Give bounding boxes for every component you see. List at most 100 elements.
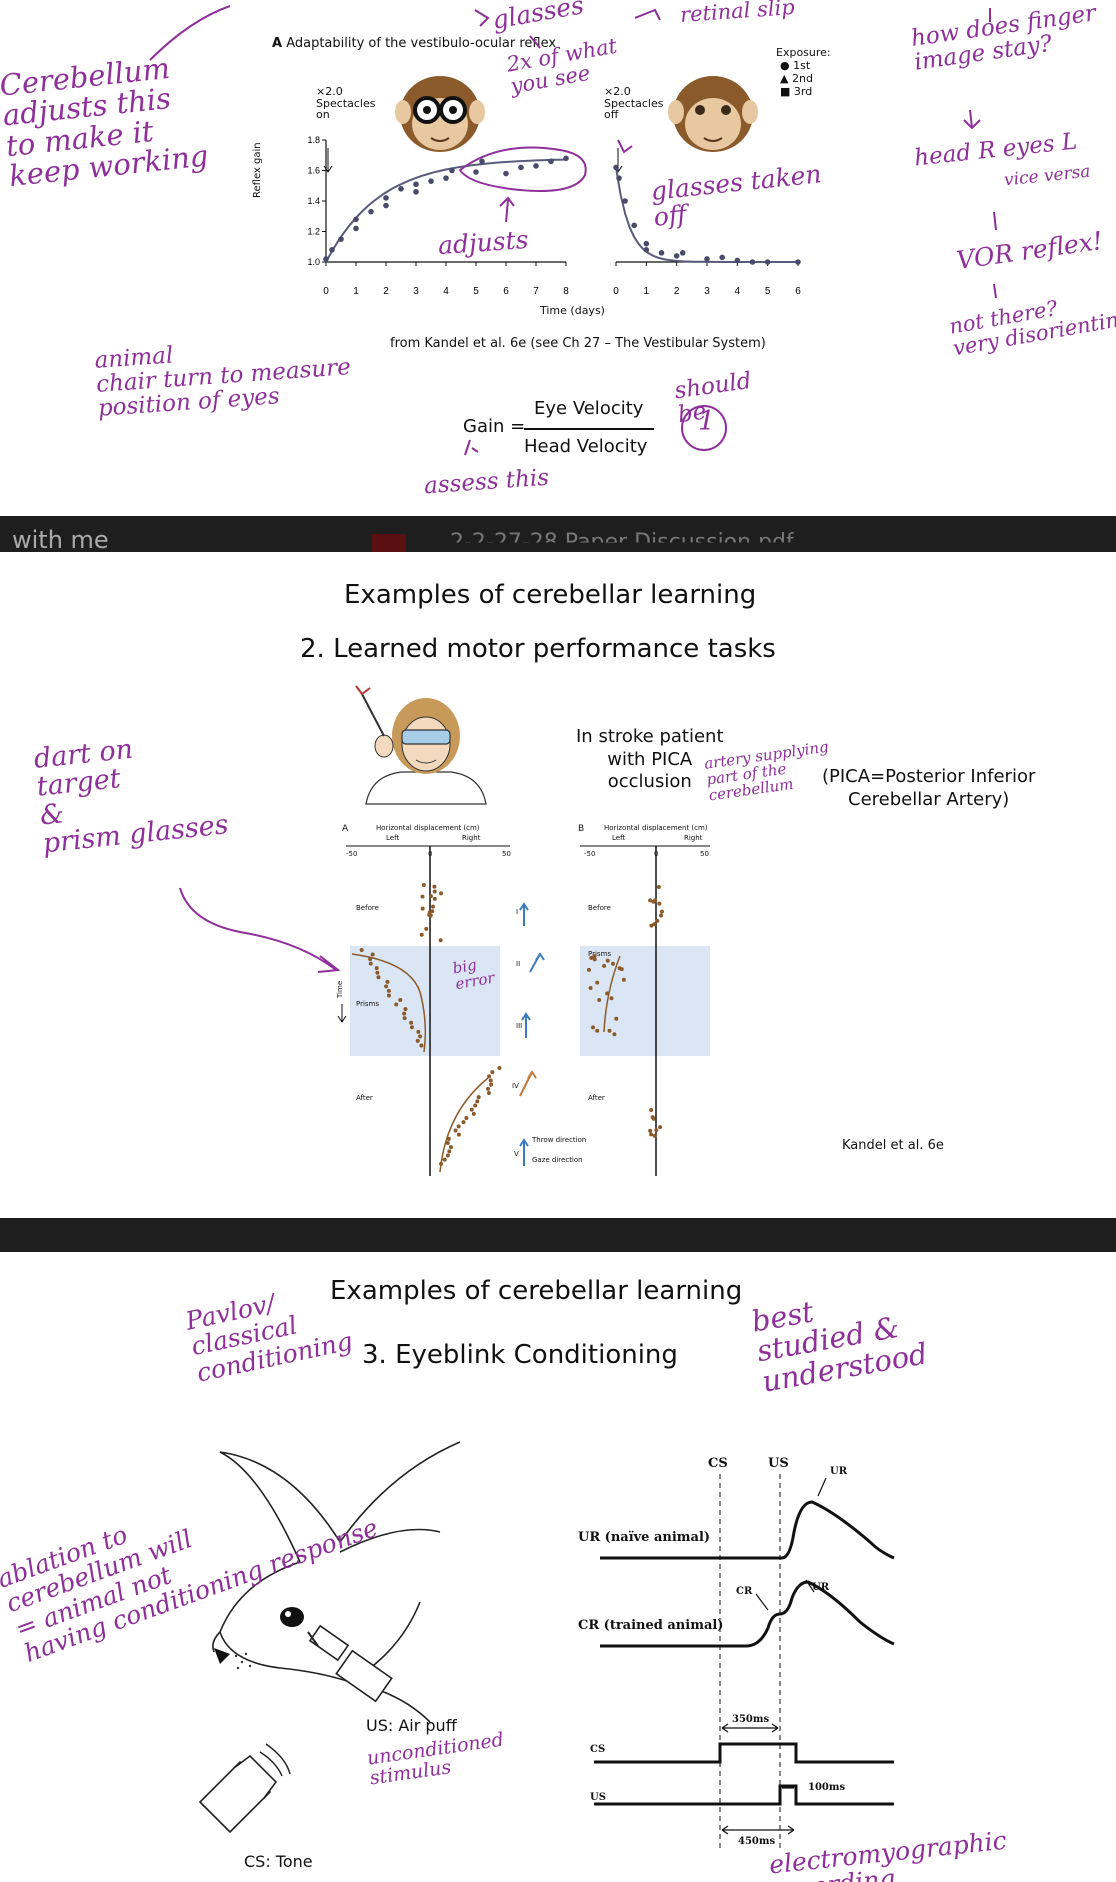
throw-point xyxy=(655,918,660,923)
throw-point xyxy=(386,993,391,998)
data-point xyxy=(613,164,619,171)
throw-point xyxy=(386,988,391,993)
cr-trained-label: CR (trained animal) xyxy=(578,1618,724,1633)
pica-definition-text: (PICA=Posterior Inferior Cerebellar Arte… xyxy=(822,766,1036,810)
throw-point xyxy=(648,898,653,903)
gain-numerator: Eye Velocity xyxy=(534,398,644,419)
throw-point xyxy=(385,979,390,984)
gain-fraction-line xyxy=(524,428,654,430)
band-with-me-text: with me xyxy=(12,526,109,554)
throw-point xyxy=(374,966,379,971)
x-tick-label: 4 xyxy=(735,286,741,297)
x-tick-label: 4 xyxy=(443,286,449,297)
throw-point xyxy=(439,891,444,896)
ur-naive-label: UR (naïve animal) xyxy=(578,1530,711,1545)
legend-title: Exposure: xyxy=(776,46,831,59)
data-point xyxy=(398,186,404,192)
data-point xyxy=(764,259,771,265)
data-point xyxy=(563,155,569,162)
throw-point xyxy=(402,1016,407,1021)
throw-point xyxy=(432,896,437,901)
x-tick-label: 5 xyxy=(765,286,771,297)
speaker-icon xyxy=(198,1743,291,1834)
monkey-illustration xyxy=(668,76,758,152)
throw-point xyxy=(453,1128,458,1133)
panel-b-label: B xyxy=(578,824,585,834)
throw-point xyxy=(442,1157,447,1162)
t350-label: 350ms xyxy=(732,1714,770,1725)
throw-point xyxy=(394,1002,399,1007)
throw-point xyxy=(654,1128,659,1133)
throw-point xyxy=(609,996,614,1001)
x-tick-label: 3 xyxy=(704,286,710,297)
throw-point xyxy=(486,1091,491,1095)
t450-label: 450ms xyxy=(738,1836,776,1847)
cr-label: CR xyxy=(736,1586,753,1597)
throw-point xyxy=(475,1099,480,1104)
arrowhead-icon xyxy=(519,902,529,911)
throw-point xyxy=(586,967,591,972)
data-point xyxy=(673,253,680,259)
kandel-credit: Kandel et al. 6e xyxy=(842,1138,944,1153)
cs-tone-label: CS: Tone xyxy=(244,1852,313,1871)
throw-point xyxy=(651,899,656,904)
throw-point xyxy=(614,1016,619,1021)
throw-point xyxy=(649,1132,654,1137)
slide2-subtitle: 2. Learned motor performance tasks xyxy=(300,634,776,664)
roman-iii: III xyxy=(516,1022,523,1030)
slide-motor-tasks: Examples of cerebellar learning 2. Learn… xyxy=(0,552,1116,1218)
roman-ii: II xyxy=(516,960,521,968)
data-point xyxy=(704,256,710,262)
throw-point xyxy=(402,1011,407,1016)
panel-a-left: Left xyxy=(386,834,400,842)
throw-point xyxy=(588,986,593,991)
data-point xyxy=(533,163,539,169)
throw-point xyxy=(427,913,432,918)
throw-point xyxy=(430,909,435,914)
throw-point xyxy=(489,1082,494,1087)
data-point xyxy=(353,225,359,232)
throw-point xyxy=(602,963,607,968)
panel-a-prisms: Prisms xyxy=(356,1000,380,1008)
data-point xyxy=(338,236,344,242)
x-tick-label: 2 xyxy=(383,286,389,297)
data-point xyxy=(518,164,524,171)
throw-point xyxy=(487,1074,492,1079)
throw-point xyxy=(471,1111,476,1116)
band-file-name: 2-2-27-28 Paper Discussion.pdf xyxy=(450,530,794,555)
data-point xyxy=(616,175,622,181)
y-tick-label: 1.8 xyxy=(307,135,320,145)
throw-point xyxy=(658,1125,663,1130)
throw-point xyxy=(432,884,437,889)
data-point xyxy=(622,198,628,204)
data-point xyxy=(548,158,554,165)
panel-b-hdisp: Horizontal displacement (cm) xyxy=(604,824,708,832)
data-point xyxy=(719,254,725,261)
roman-v: V xyxy=(514,1150,519,1158)
panel-a-tick-pos: 50 xyxy=(502,850,511,858)
note-one: 1 xyxy=(698,406,716,437)
throw-point xyxy=(595,980,600,985)
panel-a-right: Right xyxy=(462,834,481,842)
panel-b-prism-region xyxy=(580,946,710,1056)
slide3-subtitle: 3. Eyeblink Conditioning xyxy=(362,1340,678,1370)
panel-b-after: After xyxy=(588,1094,605,1102)
throw-point xyxy=(610,961,615,966)
x-tick-label: 6 xyxy=(795,286,801,297)
arrowhead-icon xyxy=(521,1012,531,1021)
slide1-ink-strokes xyxy=(149,5,997,456)
gain-denominator: Head Velocity xyxy=(524,436,648,457)
panel-b-before: Before xyxy=(588,904,611,912)
throw-point xyxy=(469,1107,474,1112)
throw-point xyxy=(419,932,424,937)
data-point xyxy=(479,158,485,165)
throw-point xyxy=(617,966,622,971)
throw-point xyxy=(376,975,381,980)
throw-point xyxy=(657,901,662,906)
y-tick-label: 1.6 xyxy=(307,166,320,176)
throw-point xyxy=(415,1038,420,1043)
throw-point xyxy=(607,1028,612,1033)
data-point xyxy=(679,250,686,256)
panel-a-tick-neg: -50 xyxy=(346,850,358,858)
x-tick-label: 5 xyxy=(473,286,479,297)
